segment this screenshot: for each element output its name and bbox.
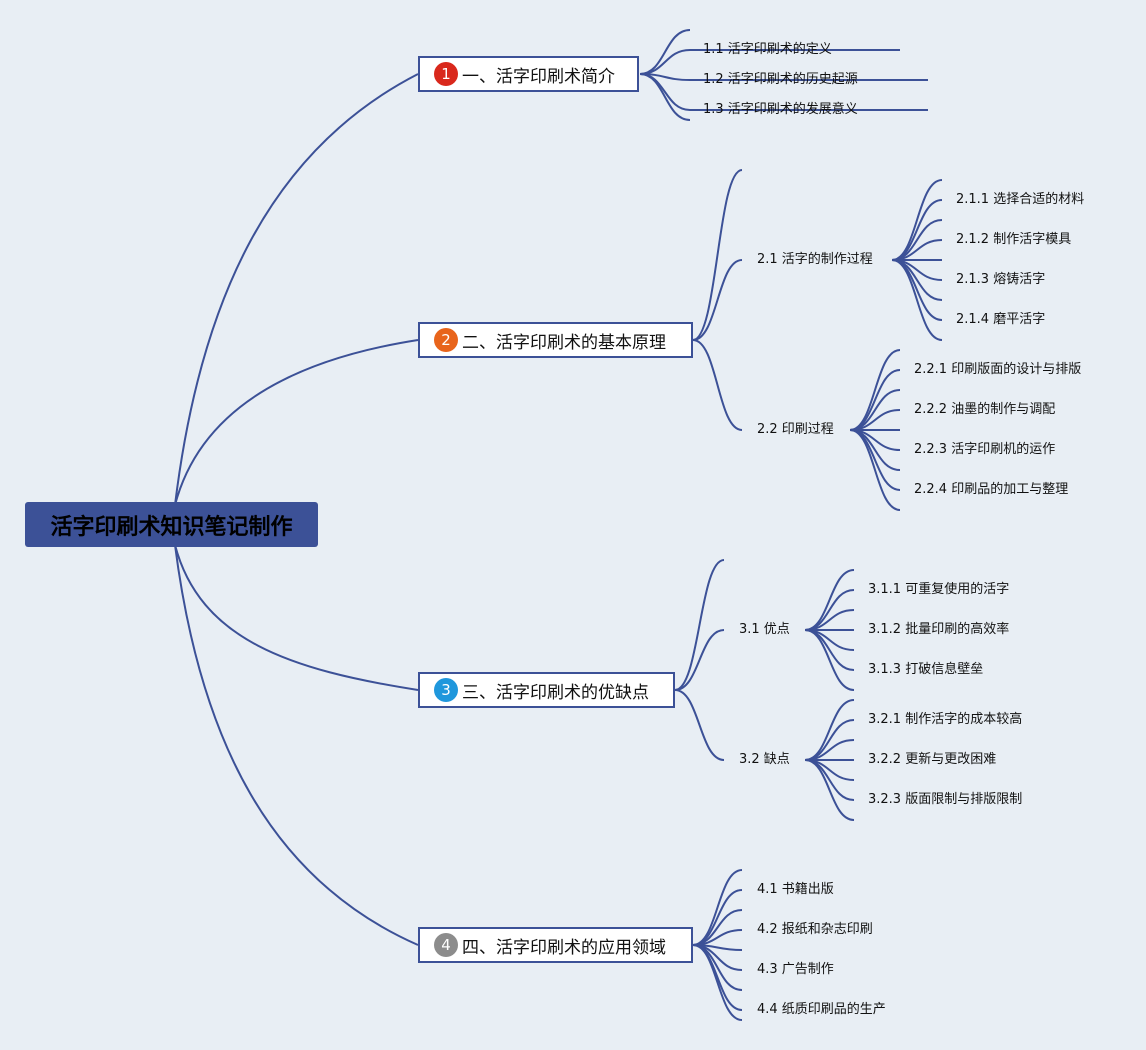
connector-56 [692,944,743,1021]
connector-11 [692,259,743,341]
subtopic-2-2-3[interactable]: 2.2.3 活字印刷机的运作 [914,442,1056,457]
subtopic-3-2-1[interactable]: 3.2.1 制作活字的成本较高 [868,712,1023,727]
connector-6 [639,49,900,75]
connector-13 [891,179,943,261]
subtopic-3-2-3[interactable]: 3.2.3 版面限制与排版限制 [868,792,1023,807]
subtopic-3-1-2[interactable]: 3.1.2 批量印刷的高效率 [868,622,1010,637]
subtopic-2-1-2[interactable]: 2.1.2 制作活字模具 [956,232,1072,247]
subtopic-2-2-2[interactable]: 2.2.2 油墨的制作与调配 [914,402,1056,417]
number-badge-2: 2 [434,328,458,352]
connector-47 [804,759,855,821]
subtopic-2-1-3[interactable]: 2.1.3 熔铸活字 [956,272,1046,287]
subtopic-2-1-4[interactable]: 2.1.4 磨平活字 [956,312,1046,327]
subtopic-4-4[interactable]: 4.4 纸质印刷品的生产 [757,1002,886,1017]
subtopic-2-2-1[interactable]: 2.2.1 印刷版面的设计与排版 [914,362,1082,377]
subtopic-4-1[interactable]: 4.1 书籍出版 [757,882,834,897]
subtopic-1-3[interactable]: 1.3 活字印刷术的发展意义 [703,102,858,117]
subtopic-3-1-3[interactable]: 3.1.3 打破信息壁垒 [868,662,984,677]
subtopic-4-3[interactable]: 4.3 广告制作 [757,962,834,977]
topic-4[interactable]: 4 四、活字印刷术的应用领域 [418,927,693,963]
connector-10 [692,169,743,341]
subtopic-3-2[interactable]: 3.2 缺点 [739,752,790,767]
connector-55 [692,944,743,1011]
topic-2[interactable]: 2 二、活字印刷术的基本原理 [418,322,693,358]
subtopic-3-1-1[interactable]: 3.1.1 可重复使用的活字 [868,582,1010,597]
topic-3[interactable]: 3 三、活字印刷术的优缺点 [418,672,675,708]
connector-12 [692,339,743,431]
topic-1[interactable]: 1 一、活字印刷术简介 [418,56,639,92]
subtopic-3-1[interactable]: 3.1 优点 [739,622,790,637]
connector-40 [804,629,855,691]
subtopic-2-2-4[interactable]: 2.2.4 印刷品的加工与整理 [914,482,1069,497]
connector-4 [174,544,419,946]
connector-30 [849,429,901,511]
connector-2 [174,339,419,506]
connector-3 [174,544,419,691]
connector-31 [674,559,725,691]
connector-21 [891,259,943,341]
subtopic-3-2-2[interactable]: 3.2.2 更新与更改困难 [868,752,997,767]
topic-4-label: 四、活字印刷术的应用领域 [462,937,666,958]
connector-9 [639,73,691,121]
subtopic-1-2[interactable]: 1.2 活字印刷术的历史起源 [703,72,858,87]
connector-33 [674,689,725,761]
subtopic-1-1[interactable]: 1.1 活字印刷术的定义 [703,42,832,57]
subtopic-2-2[interactable]: 2.2 印刷过程 [757,422,834,437]
subtopic-2-1-1[interactable]: 2.1.1 选择合适的材料 [956,192,1085,207]
connector-48 [692,869,743,946]
connector-1 [174,73,419,506]
number-badge-4: 4 [434,933,458,957]
connector-32 [674,629,725,691]
connector-22 [849,349,901,431]
connector-5 [639,29,691,75]
subtopic-2-1[interactable]: 2.1 活字的制作过程 [757,252,873,267]
number-badge-3: 3 [434,678,458,702]
topic-1-label: 一、活字印刷术简介 [462,66,615,87]
root-topic-label: 活字印刷术知识笔记制作 [50,514,293,540]
topic-2-label: 二、活字印刷术的基本原理 [462,332,666,353]
root-topic[interactable]: 活字印刷术知识笔记制作 [25,502,318,547]
subtopic-4-2[interactable]: 4.2 报纸和杂志印刷 [757,922,873,937]
number-badge-1: 1 [434,62,458,86]
topic-3-label: 三、活字印刷术的优缺点 [462,682,649,703]
